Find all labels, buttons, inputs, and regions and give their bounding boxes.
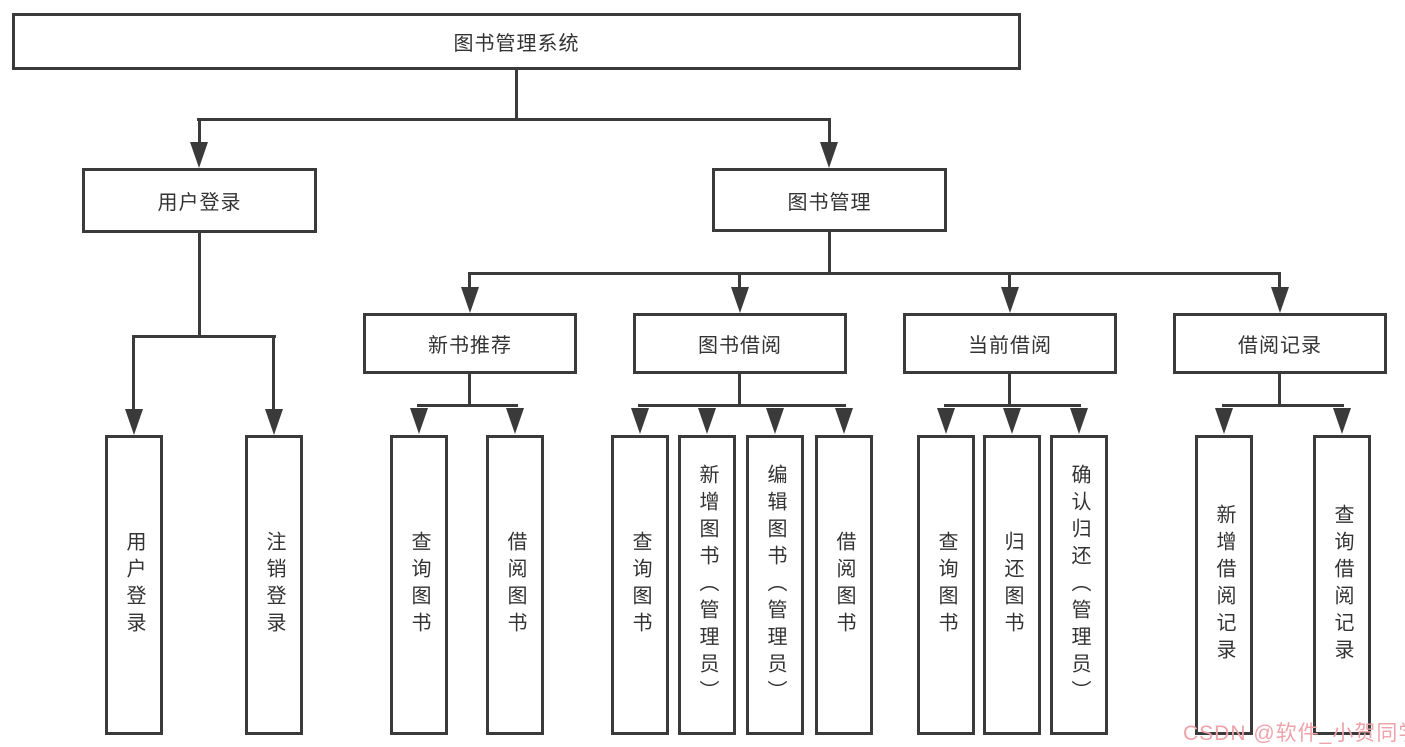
connector-book-management-stem xyxy=(828,232,831,274)
leaf-query-borrow-record: 查询借阅记录 xyxy=(1313,435,1371,735)
connector-root-hline xyxy=(197,118,831,121)
connector-book-borrow-stem xyxy=(738,374,741,407)
arrowhead-book-borrow-leaf-3 xyxy=(766,408,784,434)
arrowhead-login-leaf xyxy=(125,409,143,435)
leaf-logout: 注销登录 xyxy=(245,435,303,735)
node-book-borrow: 图书借阅 xyxy=(633,313,847,374)
connector-current-borrow-hline xyxy=(944,404,1081,407)
leaf-label: 新增图书（管理员） xyxy=(696,463,718,707)
arrowhead-borrow-record-leaf-1 xyxy=(1215,408,1233,434)
arrowhead-new-book-leaf-1 xyxy=(410,408,428,434)
arrowhead-current-borrow-leaf-1 xyxy=(937,408,955,434)
leaf-label: 编辑图书（管理员） xyxy=(764,463,786,707)
arrowhead-borrow-record-leaf-2 xyxy=(1333,408,1351,434)
connector-new-book-hline xyxy=(417,404,518,407)
arrowhead-book-borrow-leaf-2 xyxy=(698,408,716,434)
connector-user-login-hline xyxy=(132,335,276,338)
leaf-borrow-book-recommend: 借阅图书 xyxy=(486,435,544,735)
arrowhead-logout-leaf xyxy=(265,409,283,435)
node-library-system: 图书管理系统 xyxy=(12,13,1021,70)
leaf-label: 新增借阅记录 xyxy=(1213,504,1235,666)
connector-book-management-hline xyxy=(468,272,1281,275)
leaf-label: 注销登录 xyxy=(263,531,285,639)
node-user-login: 用户登录 xyxy=(82,168,317,233)
connector-new-book-stem xyxy=(468,374,471,407)
connector-drop-borrow-record xyxy=(1278,272,1281,290)
arrowhead-current-borrow xyxy=(1001,287,1019,313)
connector-drop-book-management xyxy=(828,118,831,145)
watermark: CSDN @软件_小贺同学 xyxy=(1183,722,1405,745)
node-new-book-recommend: 新书推荐 xyxy=(363,313,577,374)
node-current-borrow: 当前借阅 xyxy=(903,313,1117,374)
leaf-label: 查询图书 xyxy=(935,531,957,639)
connector-user-login-stem xyxy=(198,233,201,337)
node-book-management: 图书管理 xyxy=(712,168,947,232)
arrowhead-current-borrow-leaf-2 xyxy=(1003,408,1021,434)
leaf-query-book-current: 查询图书 xyxy=(917,435,975,735)
leaf-label: 查询借阅记录 xyxy=(1331,504,1353,666)
leaf-query-book-recommend: 查询图书 xyxy=(390,435,448,735)
connector-current-borrow-stem xyxy=(1008,374,1011,407)
leaf-label: 借阅图书 xyxy=(833,531,855,639)
arrowhead-book-borrow-leaf-4 xyxy=(835,408,853,434)
leaf-label: 借阅图书 xyxy=(504,531,526,639)
arrowhead-current-borrow-leaf-3 xyxy=(1070,408,1088,434)
leaf-edit-book-admin: 编辑图书（管理员） xyxy=(746,435,804,735)
arrowhead-book-borrow-leaf-1 xyxy=(631,408,649,434)
leaf-borrow-book: 借阅图书 xyxy=(815,435,873,735)
leaf-user-login: 用户登录 xyxy=(105,435,163,735)
connector-root-stem xyxy=(515,68,518,121)
leaf-label: 确认归还（管理员） xyxy=(1068,463,1090,707)
leaf-label: 用户登录 xyxy=(123,531,145,639)
leaf-add-borrow-record: 新增借阅记录 xyxy=(1195,435,1253,735)
arrowhead-user-login xyxy=(190,142,208,168)
connector-drop-login-leaf xyxy=(132,335,135,411)
connector-book-borrow-hline xyxy=(638,404,846,407)
leaf-return-book: 归还图书 xyxy=(983,435,1041,735)
leaf-label: 查询图书 xyxy=(408,531,430,639)
node-borrow-record: 借阅记录 xyxy=(1173,313,1387,374)
leaf-confirm-return-admin: 确认归还（管理员） xyxy=(1050,435,1108,735)
connector-borrow-record-hline xyxy=(1222,404,1344,407)
arrowhead-book-management xyxy=(820,142,838,168)
arrowhead-book-borrow xyxy=(731,287,749,313)
leaf-label: 查询图书 xyxy=(629,531,651,639)
connector-drop-logout-leaf xyxy=(272,335,275,411)
connector-drop-user-login xyxy=(198,118,201,145)
leaf-add-book-admin: 新增图书（管理员） xyxy=(678,435,736,735)
leaf-query-book-borrow: 查询图书 xyxy=(611,435,669,735)
connector-drop-new-book xyxy=(468,272,471,290)
connector-drop-book-borrow xyxy=(738,272,741,290)
connector-drop-current-borrow xyxy=(1008,272,1011,290)
arrowhead-borrow-record xyxy=(1271,287,1289,313)
arrowhead-new-book-leaf-2 xyxy=(506,408,524,434)
connector-borrow-record-stem xyxy=(1278,374,1281,407)
leaf-label: 归还图书 xyxy=(1001,531,1023,639)
arrowhead-new-book xyxy=(461,287,479,313)
